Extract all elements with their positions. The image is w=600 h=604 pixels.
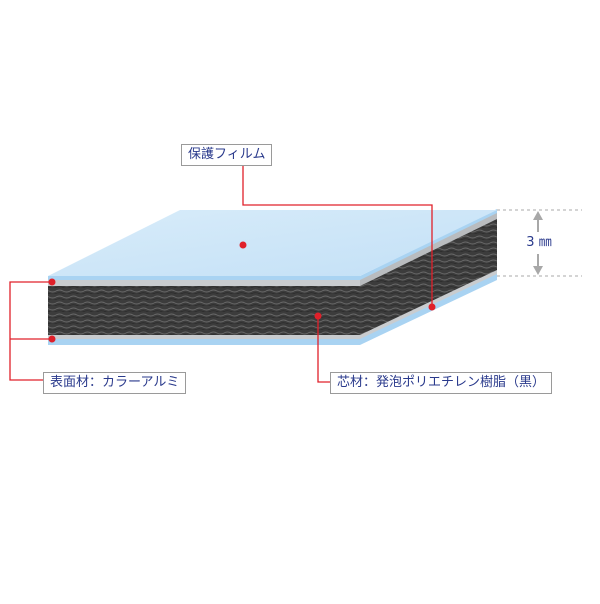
core-side-face — [360, 218, 497, 335]
film-top-surface — [48, 210, 497, 276]
film-front-edge — [48, 276, 360, 280]
marker-film-top — [239, 241, 247, 249]
leader-protective-film — [242, 164, 433, 307]
top-aluminum-front — [48, 279, 360, 286]
core-front-face — [48, 285, 360, 335]
leader-surface-material — [9, 281, 52, 381]
dimension-arrow-down — [533, 266, 543, 275]
dimension-arrow-up — [533, 211, 543, 220]
label-surface-material: 表面材：カラーアルミ — [43, 372, 187, 394]
marker-surface-top — [48, 278, 56, 286]
marker-surface-bottom — [48, 335, 56, 343]
leader-core-material — [317, 316, 330, 383]
top-aluminum-side — [360, 212, 497, 286]
marker-film-edge — [428, 303, 436, 311]
film-side-edge — [360, 209, 497, 280]
thickness-label: 3 ㎜ — [526, 235, 552, 250]
label-core-material: 芯材：発泡ポリエチレン樹脂（黒） — [330, 372, 553, 394]
label-protective-film: 保護フィルム — [181, 144, 273, 166]
marker-core — [314, 312, 322, 320]
